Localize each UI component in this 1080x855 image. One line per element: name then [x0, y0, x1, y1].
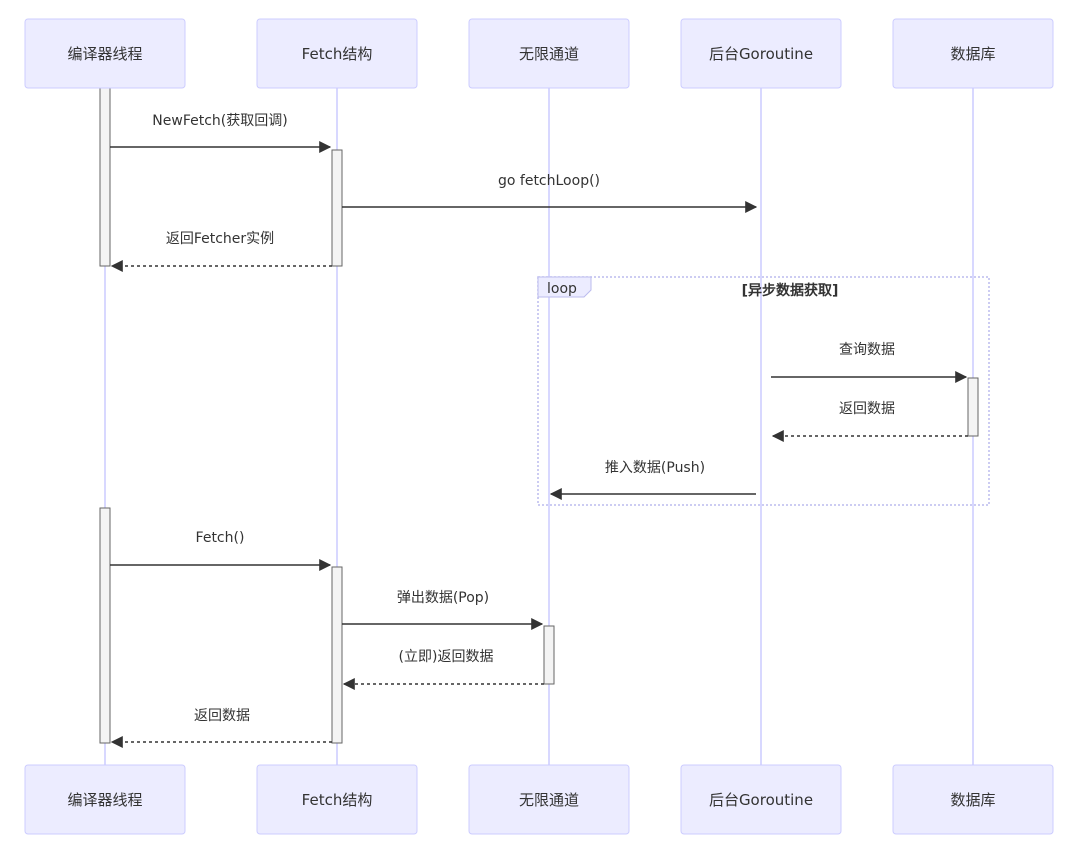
actor-label-fetch-top: Fetch结构: [302, 45, 373, 63]
activation-fetch-1: [331, 149, 343, 267]
actor-label-compiler-top: 编译器线程: [67, 45, 142, 63]
loop-frame: loop [异步数据获取]: [537, 276, 990, 506]
message-label-push: 推入数据(Push): [605, 460, 705, 476]
loop-condition: [异步数据获取]: [742, 282, 839, 299]
message-label-return-data: 返回数据: [194, 708, 250, 724]
actor-label-channel-top: 无限通道: [519, 45, 579, 63]
actor-box-fetch-bottom: [256, 764, 418, 835]
actor-box-db-top: [892, 18, 1054, 89]
activation-compiler-1: [99, 87, 111, 267]
actor-box-compiler-top: [24, 18, 186, 89]
message-label-fetch-call: Fetch(): [196, 530, 245, 546]
activation-channel-1: [543, 625, 555, 685]
loop-keyword: loop: [547, 281, 577, 297]
actor-label-goroutine-bottom: 后台Goroutine: [709, 791, 813, 809]
actor-label-goroutine-top: 后台Goroutine: [709, 45, 813, 63]
message-label-return-fetcher: 返回Fetcher实例: [166, 231, 274, 247]
loop-tab: [537, 276, 592, 298]
actor-box-channel-bottom: [468, 764, 630, 835]
message-label-query-data: 查询数据: [839, 342, 895, 358]
activation-compiler-2: [99, 507, 111, 744]
actor-label-fetch-bottom: Fetch结构: [302, 791, 373, 809]
message-label-pop: 弹出数据(Pop): [397, 590, 489, 606]
actor-box-fetch-top: [256, 18, 418, 89]
actor-label-compiler-bottom: 编译器线程: [67, 791, 142, 809]
message-label-return-db-data: 返回数据: [839, 401, 895, 417]
actor-label-db-top: 数据库: [950, 45, 995, 63]
actor-box-compiler-bottom: [24, 764, 186, 835]
actor-label-db-bottom: 数据库: [950, 791, 995, 809]
actor-box-goroutine-top: [680, 18, 842, 89]
message-label-go-fetchloop: go fetchLoop(): [498, 173, 600, 189]
actor-box-db-bottom: [892, 764, 1054, 835]
actor-label-channel-bottom: 无限通道: [519, 791, 579, 809]
loop-border: [537, 276, 990, 506]
actor-box-goroutine-bottom: [680, 764, 842, 835]
actor-box-channel-top: [468, 18, 630, 89]
activation-db-1: [967, 377, 979, 437]
message-label-newfetch: NewFetch(获取回调): [152, 113, 287, 129]
message-label-immediate-return: (立即)返回数据: [399, 649, 494, 665]
activation-fetch-2: [331, 566, 343, 744]
